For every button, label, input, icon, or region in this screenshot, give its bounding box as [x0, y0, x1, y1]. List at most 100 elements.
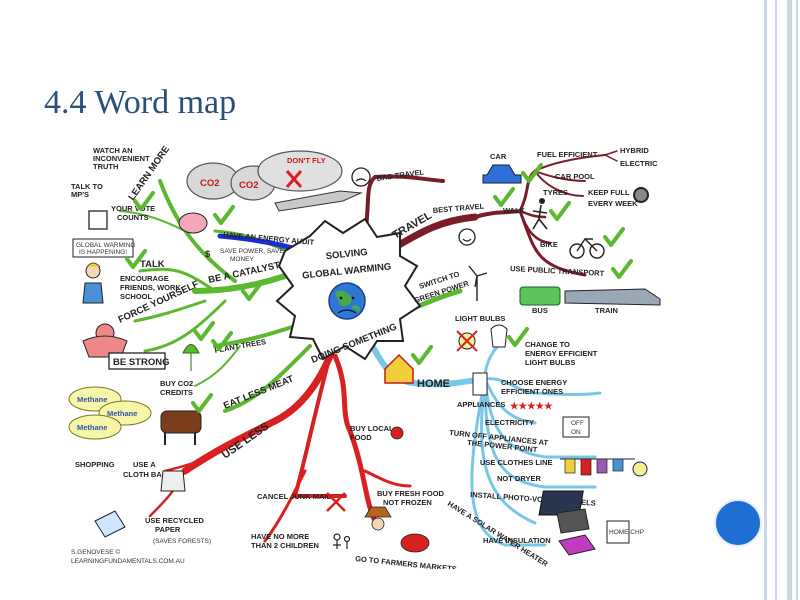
family-icon: [333, 533, 351, 549]
watch-line-3: TRUTH: [93, 162, 118, 171]
co2-label-b: CO2: [239, 180, 259, 191]
branch-home-pv: [483, 377, 597, 489]
choose-line-1: CHOOSE ENERGY: [501, 378, 567, 387]
branch-home-insulation: [470, 377, 547, 547]
fresh-food-line-2: NOT FROZEN: [383, 498, 432, 507]
gw-sign-line-2: IS HAPPENING!: [79, 249, 127, 256]
gw-sign-line-1: GLOBAL WARMING: [76, 242, 135, 249]
electricity-label: ELECTRICITY: [485, 418, 534, 427]
dont-fly-label: DON'T FLY: [287, 156, 326, 165]
sign-icon: [72, 238, 134, 258]
tyre-icon: [633, 187, 649, 203]
bicycle-icon: [569, 237, 605, 259]
branch-children: [263, 469, 307, 543]
branch-eat-less: [223, 344, 312, 413]
check-icon-transport: [611, 259, 633, 279]
bad-travel-group: CO2 CO2 DON'T FLY BAD TRAVEL: [186, 150, 425, 212]
check-icon-trees: [193, 321, 215, 341]
branch-tyres: [534, 170, 584, 197]
fuel-efficient-label: FUEL EFFICIENT: [537, 150, 598, 159]
recycled-line-3: (SAVES FORESTS): [153, 538, 211, 545]
car-label: CAR: [490, 152, 507, 161]
keep-full-label: KEEP FULL: [588, 188, 630, 197]
talk-mps-line-2: MP'S: [71, 190, 89, 199]
change-line-2: ENERGY EFFICIENT: [525, 349, 598, 358]
no-more-children-line-1: HAVE NO MORE: [251, 532, 309, 541]
check-icon-catalyst: [241, 281, 263, 301]
check-icon-best-travel: [493, 187, 515, 207]
be-strong-label: BE STRONG: [113, 357, 169, 368]
person-talking-icon: [82, 262, 104, 304]
walk-label: WALK: [503, 206, 526, 215]
fridge-icon: [472, 372, 488, 396]
branch-walk: [518, 209, 547, 219]
use-a-label: USE A: [133, 460, 156, 469]
bottom-group: CANCEL JUNK MAIL HAVE NO MORE THAN 2 CHI…: [251, 424, 457, 569]
not-dryer-label: NOT DRYER: [497, 474, 541, 483]
sad-face-icon: [351, 167, 371, 187]
tyres-label: TYRES: [543, 188, 568, 197]
slide-frame-line-1: [764, 0, 767, 600]
no-more-children-line-2: THAN 2 CHILDREN: [251, 541, 319, 550]
watch-line-1: WATCH AN: [93, 146, 133, 155]
recycled-line-2: PAPER: [155, 525, 181, 534]
recycled-line-1: USE RECYCLED: [145, 516, 204, 525]
center-line-1: SOLVING: [325, 247, 368, 262]
cancel-junk-mail-label: CANCEL JUNK MAIL: [257, 492, 331, 501]
save-power-line-1: SAVE POWER, SAVE: [220, 248, 284, 255]
sun-icon: [632, 461, 648, 477]
check-icon-bike: [603, 227, 625, 247]
check-icon-talk: [125, 249, 147, 269]
train-label: TRAIN: [595, 306, 618, 315]
cow-icon: [160, 410, 202, 445]
counts-label: COUNTS: [117, 213, 149, 222]
branch-catalyst: [192, 273, 288, 294]
check-icon-bulbs: [507, 327, 529, 347]
hybrid-label: HYBRID: [620, 146, 649, 155]
electric-label: ELECTRIC: [620, 159, 658, 168]
co2-label-a: CO2: [200, 178, 220, 189]
branch-fresh-food: [363, 469, 412, 488]
cloth-bag-icon: [160, 470, 186, 492]
branch-learn-more: [158, 179, 237, 283]
check-icon-vote: [133, 191, 155, 211]
check-icon-car: [521, 163, 543, 183]
fruit-basket-icon: [400, 533, 430, 553]
encourage-line-2: FRIENDS, WORK: [120, 283, 181, 292]
save-power-line-2: MONEY: [230, 256, 255, 263]
change-line-3: LIGHT BULBS: [525, 358, 575, 367]
energy-stars: ★★★★★: [510, 401, 553, 412]
car-pool-label: CAR POOL: [555, 172, 595, 181]
encourage-line-3: SCHOOL: [120, 292, 153, 301]
walker-icon: [532, 204, 548, 230]
be-strong-box: [108, 352, 166, 370]
buy-co2-line-2: CREDITS: [160, 388, 193, 397]
branch-be-strong: [143, 299, 227, 353]
home-label: HOME: [417, 378, 450, 390]
appliances-label: APPLIANCES: [457, 400, 505, 409]
branch-force: [133, 299, 207, 323]
shopping-label: SHOPPING: [75, 460, 115, 469]
every-week-label: EVERY WEEK: [588, 199, 638, 208]
check-icon-walk: [549, 201, 571, 221]
home-chp-label: HOME CHP: [609, 529, 644, 536]
branch-transport: [518, 209, 587, 277]
credit-line-1: S.GENOVESE ©: [71, 548, 120, 556]
power-switch-icon: [562, 416, 590, 438]
branch-home-electricity: [483, 377, 537, 425]
home-chp-box: [606, 520, 630, 544]
light-bulbs-label: LIGHT BULBS: [455, 314, 505, 323]
branch-home-solar: [480, 377, 537, 525]
encourage-line-1: ENCOURAGE: [120, 274, 169, 283]
junk-mail-cross-icon: [326, 492, 346, 512]
slide-frame-line-4: [796, 0, 798, 600]
branch-food: [332, 353, 378, 524]
branch-home-appliances: [483, 377, 602, 396]
check-icon-audit: [213, 205, 235, 225]
slide-nav-circle[interactable]: [714, 499, 762, 547]
talk-label: TALK: [140, 259, 165, 270]
branch-talk: [138, 267, 217, 293]
switch-on-label: ON: [571, 429, 581, 436]
smile-face-icon: [458, 228, 476, 246]
fresh-food-line-1: BUY FRESH FOOD: [377, 489, 445, 498]
